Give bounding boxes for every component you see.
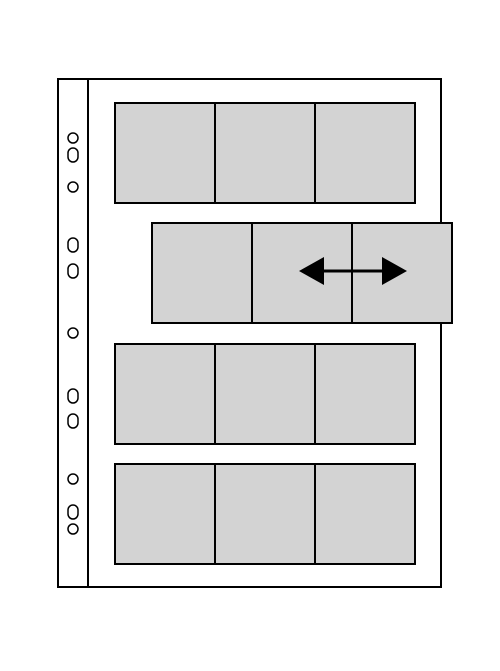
pocket	[151, 222, 253, 324]
punch-hole-oval	[67, 388, 79, 404]
punch-hole-round	[67, 523, 79, 535]
punch-hole-oval	[67, 504, 79, 520]
arrow-head-right	[382, 257, 407, 285]
punch-holes	[67, 132, 79, 535]
punch-hole-oval	[67, 413, 79, 429]
arrow-head-left	[299, 257, 324, 285]
pocket-row-4	[114, 463, 416, 565]
punch-hole-oval	[67, 147, 79, 163]
punch-hole-oval	[67, 263, 79, 279]
pocket	[114, 102, 216, 204]
pocket-row-1	[114, 102, 416, 204]
punch-hole-round	[67, 327, 79, 339]
pocket	[314, 102, 416, 204]
punch-hole-round	[67, 181, 79, 193]
pocket-row-3	[114, 343, 416, 445]
punch-hole-round	[67, 132, 79, 144]
pocket	[314, 343, 416, 445]
punch-hole-oval	[67, 237, 79, 253]
pocket-row-2-shifted	[151, 222, 453, 324]
pocket	[251, 222, 353, 324]
pocket	[114, 463, 216, 565]
pocket	[214, 343, 316, 445]
pocket	[114, 343, 216, 445]
pocket	[314, 463, 416, 565]
pocket	[214, 102, 316, 204]
pocket	[214, 463, 316, 565]
punch-hole-round	[67, 473, 79, 485]
double-headed-arrow-icon	[299, 257, 407, 285]
